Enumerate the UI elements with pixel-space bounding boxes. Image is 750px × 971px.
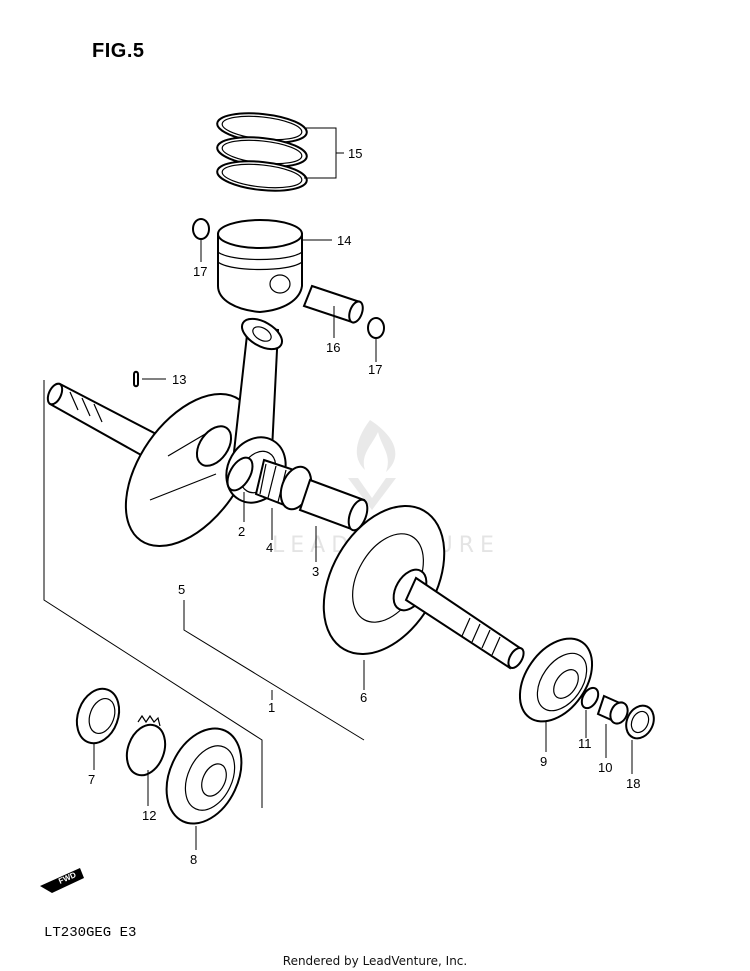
callout-12: 12: [142, 808, 156, 823]
callout-6: 6: [360, 690, 367, 705]
figure-title: FIG.5: [92, 40, 145, 62]
woodruff-key: [133, 370, 139, 388]
crankshaft-right-shaft: [404, 576, 525, 670]
shim-ring: [580, 686, 600, 710]
oil-seal: [625, 704, 655, 740]
callout-9: 9: [540, 754, 547, 769]
callout-7: 7: [88, 772, 95, 787]
left-crank-bearing: [165, 727, 243, 825]
watermark-v-icon: [348, 478, 396, 510]
callout-10: 10: [598, 760, 612, 775]
right-crank-bearing: [518, 637, 594, 723]
timing-gear: [125, 714, 167, 777]
watermark-flame-icon: [356, 420, 396, 472]
callout-16: 16: [326, 340, 340, 355]
callout-5: 5: [178, 582, 185, 597]
piston-pin: [302, 284, 364, 324]
callout-14: 14: [337, 233, 351, 248]
callout-1: 1: [268, 700, 275, 715]
callout-18: 18: [626, 776, 640, 791]
assembly-bracket: [43, 380, 365, 808]
fwd-arrow: FWD: [40, 868, 84, 893]
piston-pin-circlip-right: [367, 317, 385, 339]
crank-pin: [298, 478, 369, 532]
fwd-arrow-icon: [40, 868, 84, 893]
leader-lines: [93, 127, 633, 850]
callout-17a: 17: [193, 264, 207, 279]
callout-13: 13: [172, 372, 186, 387]
left-small-bearing: [75, 687, 121, 745]
callout-17b: 17: [368, 362, 382, 377]
callout-2: 2: [238, 524, 245, 539]
piston-pin-circlip-left: [192, 218, 210, 240]
crankshaft-left-shaft: [46, 382, 162, 462]
model-code: LT230GEG E3: [44, 925, 137, 941]
callout-3: 3: [312, 564, 319, 579]
piston-rings: [216, 112, 308, 192]
footer-credit: Rendered by LeadVenture, Inc.: [282, 954, 468, 968]
callout-4: 4: [266, 540, 273, 555]
callout-8: 8: [190, 852, 197, 867]
piston: [217, 219, 303, 314]
callout-11: 11: [578, 736, 592, 751]
spacer: [596, 694, 629, 725]
thrust-washer: [226, 456, 254, 492]
callout-15: 15: [348, 146, 362, 161]
